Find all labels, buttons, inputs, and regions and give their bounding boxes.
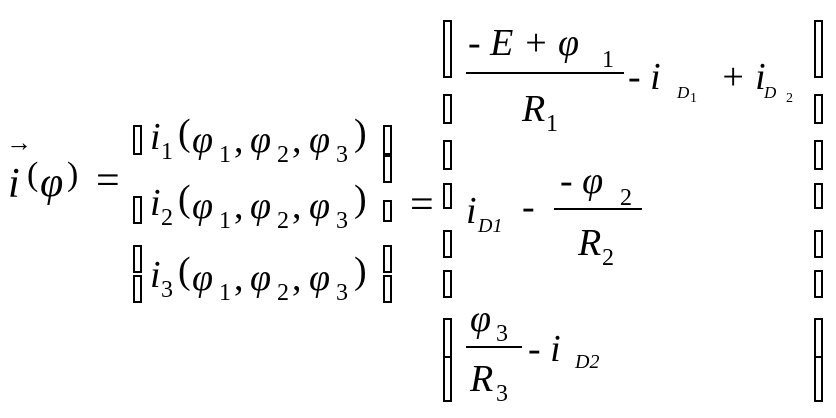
tail-term: - i xyxy=(528,328,561,370)
numerator: φ xyxy=(470,298,492,340)
fraction-bar xyxy=(554,208,642,210)
phi: φ xyxy=(309,185,331,227)
bracket-box xyxy=(383,200,392,222)
lhs-open-paren: ( xyxy=(27,156,39,193)
bracket-box xyxy=(443,230,452,258)
bracket-box xyxy=(814,270,823,298)
numerator-sub: 2 xyxy=(620,185,632,211)
minus-sign: - xyxy=(522,186,535,228)
bracket-box xyxy=(814,94,823,124)
bracket-box xyxy=(443,94,452,124)
phi-sub: 3 xyxy=(336,280,348,306)
phi: φ xyxy=(309,119,331,161)
vector-index: 2 xyxy=(161,205,173,231)
lead-sub: D1 xyxy=(478,215,503,237)
bracket-box xyxy=(133,125,142,155)
comma: , xyxy=(292,185,302,227)
close-paren: ) xyxy=(354,250,367,292)
bracket-box xyxy=(383,155,392,183)
open-paren: ( xyxy=(178,112,191,154)
tail-sub: D xyxy=(677,83,690,102)
plus-sub: D xyxy=(764,83,777,102)
open-paren: ( xyxy=(178,250,191,292)
comma: , xyxy=(292,257,302,299)
tail-term: - i xyxy=(628,56,661,98)
numerator-sub: 1 xyxy=(602,47,614,73)
bracket-box xyxy=(443,183,452,209)
bracket-box xyxy=(133,245,142,273)
phi-sub: 3 xyxy=(336,208,348,234)
numerator-sub: 3 xyxy=(496,321,508,347)
fraction-bar xyxy=(466,72,624,74)
denominator-sub: 3 xyxy=(496,381,508,407)
vector-index: 1 xyxy=(161,139,173,165)
equals-sign: = xyxy=(96,158,120,204)
vector-i: i xyxy=(150,182,161,224)
phi: φ xyxy=(309,257,331,299)
bracket-box xyxy=(443,356,452,402)
tail-sub: D2 xyxy=(575,351,600,373)
plus-subsub: 2 xyxy=(786,91,793,106)
phi-sub: 2 xyxy=(277,208,289,234)
lhs-i: i xyxy=(8,161,20,207)
bracket-box xyxy=(814,20,823,78)
bracket-box xyxy=(443,140,452,170)
comma: , xyxy=(292,119,302,161)
phi: φ xyxy=(192,257,214,299)
phi: φ xyxy=(250,185,272,227)
lhs-close-paren: ) xyxy=(67,156,79,193)
denominator-sub: 2 xyxy=(602,245,614,271)
comma: , xyxy=(234,185,244,227)
comma: , xyxy=(234,119,244,161)
bracket-box xyxy=(133,275,142,303)
phi: φ xyxy=(192,119,214,161)
bracket-box xyxy=(814,230,823,258)
bracket-box xyxy=(443,318,452,358)
numerator: - φ xyxy=(560,160,604,202)
bracket-box xyxy=(133,196,142,224)
denominator: R xyxy=(522,88,546,130)
bracket-box xyxy=(383,275,392,303)
open-paren: ( xyxy=(178,178,191,220)
vector-i: i xyxy=(150,116,161,158)
close-paren: ) xyxy=(354,112,367,154)
bracket-box xyxy=(814,140,823,170)
lhs-phi: φ xyxy=(40,160,64,206)
phi-sub: 1 xyxy=(219,280,231,306)
bracket-box xyxy=(383,245,392,273)
phi-sub: 1 xyxy=(219,208,231,234)
comma: , xyxy=(234,257,244,299)
denominator: R xyxy=(578,222,602,264)
bracket-box xyxy=(383,125,392,155)
phi: φ xyxy=(250,119,272,161)
vector-arrow: → xyxy=(6,128,32,157)
denominator: R xyxy=(470,358,494,400)
phi-sub: 2 xyxy=(277,280,289,306)
fraction-bar xyxy=(466,346,522,348)
equals-sign: = xyxy=(410,182,434,228)
phi-sub: 3 xyxy=(336,142,348,168)
close-paren: ) xyxy=(354,178,367,220)
phi: φ xyxy=(192,185,214,227)
lead-term: i xyxy=(466,190,477,232)
numerator: - E + φ xyxy=(468,22,580,64)
phi-sub: 1 xyxy=(219,142,231,168)
vector-i: i xyxy=(150,254,161,296)
bracket-box xyxy=(814,356,823,402)
vector-index: 3 xyxy=(161,277,173,303)
plus-term: + i xyxy=(720,56,766,98)
bracket-box xyxy=(814,318,823,358)
phi: φ xyxy=(250,257,272,299)
bracket-box xyxy=(443,20,452,78)
tail-subsub: 1 xyxy=(690,91,697,106)
phi-sub: 2 xyxy=(277,142,289,168)
denominator-sub: 1 xyxy=(546,111,558,137)
bracket-box xyxy=(814,183,823,209)
bracket-box xyxy=(443,270,452,298)
